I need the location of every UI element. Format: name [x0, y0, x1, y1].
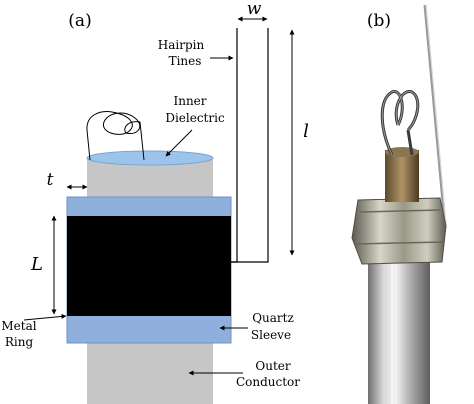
photo-inner-pin	[385, 150, 419, 202]
metal-ring	[67, 216, 231, 316]
inner-dielectric-pointer	[165, 129, 193, 157]
outer-conductor-label-line2: Conductor	[236, 375, 300, 389]
inner-dielectric-label-line2: Dielectric	[165, 111, 225, 125]
w-label: w	[247, 0, 262, 19]
photo-nut	[351, 197, 447, 265]
inner-dielectric	[86, 150, 214, 166]
hairpin-tines-label-line2: Tines	[169, 54, 202, 68]
panel-a: (a) w l t L Hairpin Tines	[1, 0, 309, 404]
metal-ring-pointer	[23, 313, 67, 321]
l-label: l	[303, 121, 309, 142]
outer-conductor-label-line1: Outer	[255, 359, 290, 373]
metal-ring-label-line1: Metal	[1, 319, 36, 333]
metal-ring-label-line2: Ring	[5, 335, 34, 349]
t-label: t	[47, 170, 54, 190]
L-label: L	[30, 254, 43, 275]
photo-outer-rod	[368, 250, 430, 404]
inner-dielectric-label-line1: Inner	[173, 94, 206, 108]
panel-a-label: (a)	[68, 11, 91, 31]
hairpin-tine-left	[231, 28, 238, 263]
quartz-sleeve-label-line1: Quartz	[252, 311, 294, 325]
hairpin-tines-label-line1: Hairpin	[158, 38, 205, 52]
hairpin-tine-right	[231, 28, 269, 263]
panel-b: (b)	[351, 4, 447, 404]
quartz-sleeve-label-line2: Sleeve	[251, 328, 291, 342]
photo-hairpin-wire	[423, 4, 447, 225]
panel-b-label: (b)	[367, 11, 391, 31]
probe-photo	[351, 4, 447, 404]
coupling-loop	[86, 111, 145, 161]
